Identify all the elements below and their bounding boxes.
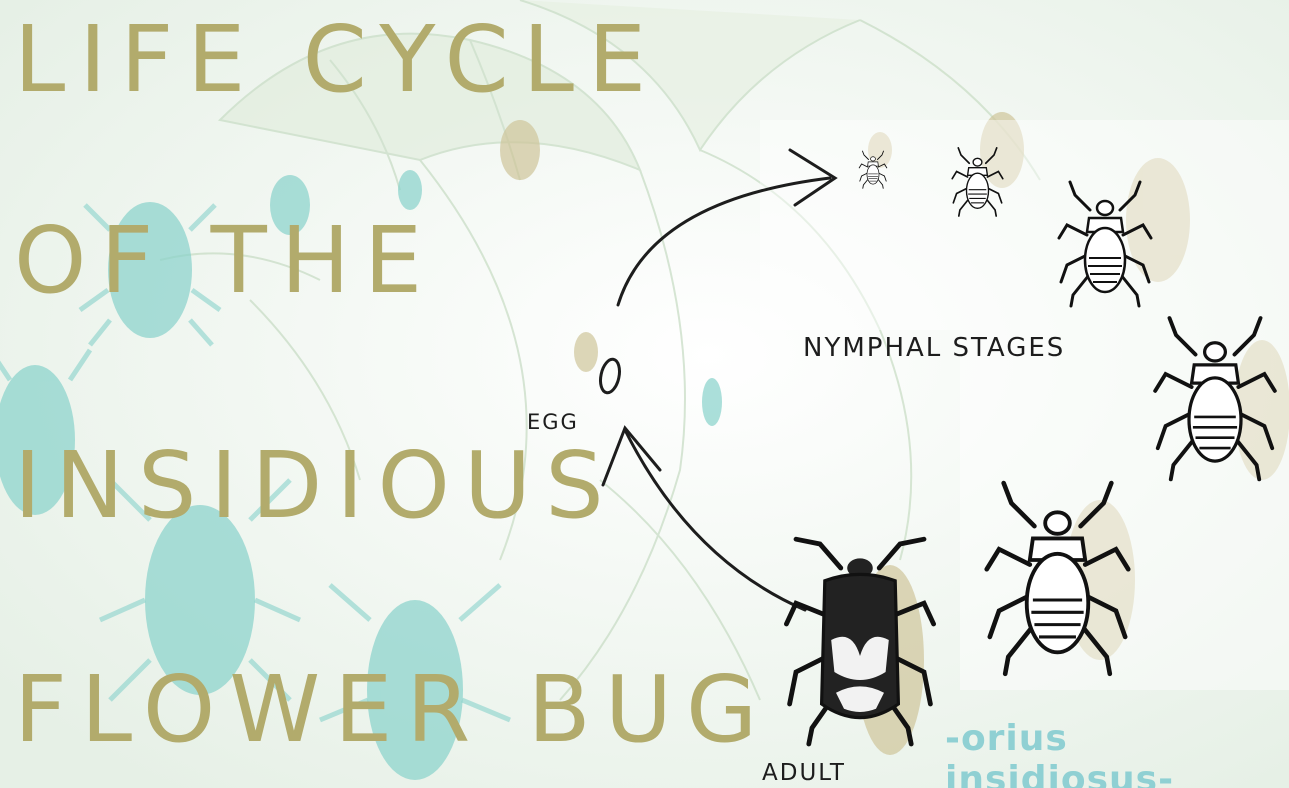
arrow-egg-to-nymph — [618, 150, 835, 305]
egg-icon — [598, 358, 623, 395]
nymph-stage-3-icon — [1059, 182, 1151, 306]
arrow-adult-to-egg — [603, 428, 805, 610]
scientific-name: -orius insidiosus- — [945, 718, 1289, 788]
nymphal-stages-label: NYMPHAL STAGES — [803, 333, 1065, 363]
nymph-stage-2-icon — [952, 148, 1003, 216]
adult-label: ADULT — [762, 760, 846, 786]
adult-bug-icon — [786, 539, 933, 744]
nymph-stage-1-icon — [859, 151, 887, 188]
egg-label: EGG — [527, 410, 579, 434]
nymph-stage-5-icon — [987, 483, 1129, 674]
nymph-stage-4-icon — [1155, 318, 1275, 479]
